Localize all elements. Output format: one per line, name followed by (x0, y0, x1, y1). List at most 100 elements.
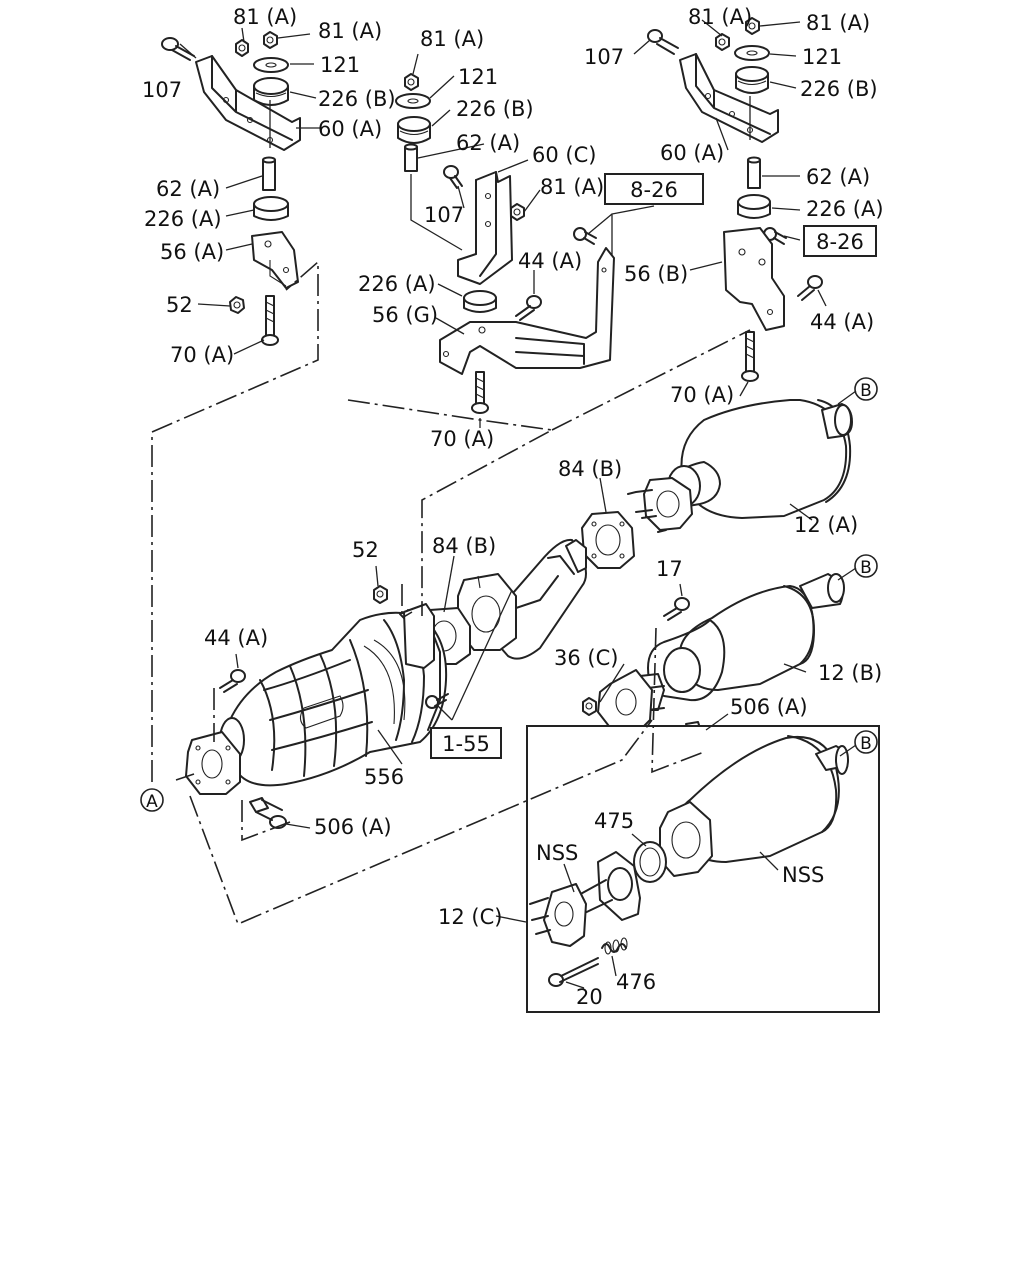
bracket-60a-left (195, 55, 301, 151)
label-70a: 70 (A) (670, 383, 734, 407)
marker-a: A (140, 788, 164, 812)
rubber-226a-center (463, 290, 497, 313)
label-84b: 84 (B) (558, 457, 622, 481)
dpf-556 (185, 603, 448, 795)
flange-36c (597, 669, 653, 733)
clamp-506a-left (249, 797, 287, 829)
label-36c: 36 (C) (554, 646, 618, 670)
label-226b: 226 (B) (456, 97, 534, 121)
label-nss: NSS (536, 841, 578, 865)
marker-b-3: B (854, 730, 878, 754)
nut-52-left (229, 296, 245, 314)
bolt-20 (548, 957, 599, 987)
label-475: 475 (594, 809, 634, 833)
marker-b-2: B (854, 554, 878, 578)
svg-text:B: B (860, 734, 872, 754)
label-60a: 60 (A) (318, 117, 382, 141)
dashed-center-lines (151, 260, 751, 926)
label-62a: 62 (A) (156, 177, 220, 201)
spring-476 (601, 937, 628, 955)
washer-121-center (395, 93, 431, 109)
label-62a: 62 (A) (456, 131, 520, 155)
label-44a: 44 (A) (204, 626, 268, 650)
bolt-1-55 (425, 693, 449, 709)
label-12c: 12 (C) (438, 905, 502, 929)
label-81a: 81 (A) (420, 27, 484, 51)
spacer-62a-left (262, 156, 276, 191)
ref-box-8-26-right: 8-26 (803, 225, 877, 257)
svg-text:B: B (860, 381, 872, 401)
right-mount-assembly (647, 17, 823, 382)
label-62a: 62 (A) (806, 165, 870, 189)
nut-81a-right-2 (745, 17, 760, 35)
bolt-107-left (161, 37, 195, 61)
label-506a: 506 (A) (730, 695, 808, 719)
bracket-56g (439, 247, 615, 375)
svg-text:A: A (146, 792, 158, 812)
label-81a: 81 (A) (318, 19, 382, 43)
label-81a: 81 (A) (233, 5, 297, 29)
label-17: 17 (656, 557, 683, 581)
label-81a: 81 (A) (688, 5, 752, 29)
muffler-12b (631, 573, 845, 713)
bolt-44a-left (219, 669, 246, 693)
label-20: 20 (576, 985, 603, 1009)
label-12b: 12 (B) (818, 661, 882, 685)
label-56a: 56 (A) (160, 240, 224, 264)
washer-121-left (253, 57, 289, 73)
label-12a: 12 (A) (794, 513, 858, 537)
rubber-226a-right (737, 194, 771, 219)
ref-1-55-text: 1-55 (442, 732, 490, 756)
rubber-226b-left (253, 77, 289, 106)
muffler-12a (627, 399, 853, 533)
bolt-44a-center (515, 295, 542, 321)
bracket-56b (723, 227, 785, 331)
nut-81a-right-1 (715, 33, 730, 51)
label-107: 107 (142, 78, 182, 102)
part-labels: 81 (A) 81 (A) 121 107 226 (B) 60 (A) 62 … (142, 5, 884, 1009)
marker-b-1: B (854, 377, 878, 401)
label-56g: 56 (G) (372, 303, 438, 327)
label-121: 121 (802, 45, 842, 69)
nut-81a-left-1 (235, 39, 249, 57)
rubber-226b-center (397, 116, 431, 144)
nut-81a-left-2 (263, 31, 278, 49)
label-121: 121 (458, 65, 498, 89)
bracket-60c (457, 171, 513, 285)
label-226b: 226 (B) (800, 77, 878, 101)
gasket-475 (633, 841, 667, 883)
gasket-84b-right (581, 511, 635, 569)
label-44a: 44 (A) (810, 310, 874, 334)
bolt-44a-right (797, 275, 823, 301)
label-60a: 60 (A) (660, 141, 724, 165)
label-44a: 44 (A) (518, 249, 582, 273)
label-107: 107 (584, 45, 624, 69)
bolt-107-center (443, 165, 463, 189)
nut-36c (582, 697, 597, 716)
rubber-226b-right (735, 66, 769, 94)
bolt-center-8-26 (573, 227, 597, 245)
label-70a: 70 (A) (170, 343, 234, 367)
label-nss: NSS (782, 863, 824, 887)
bolt-107-right (647, 29, 679, 55)
label-556: 556 (364, 765, 404, 789)
label-226a: 226 (A) (358, 272, 436, 296)
label-52: 52 (352, 538, 379, 562)
bolt-70a-right (741, 331, 759, 382)
ref-box-8-26-center: 8-26 (604, 173, 704, 205)
nss-subassembly-box (526, 725, 880, 1013)
ref-box-1-55: 1-55 (430, 727, 502, 759)
leader-lines (179, 19, 827, 989)
label-107: 107 (424, 203, 464, 227)
ref-8-26-right-text: 8-26 (816, 230, 864, 254)
label-81a: 81 (A) (540, 175, 604, 199)
bracket-60a-right (679, 53, 779, 143)
nut-52-center (373, 585, 388, 604)
label-52: 52 (166, 293, 193, 317)
label-70a: 70 (A) (430, 427, 494, 451)
label-84b: 84 (B) (432, 534, 496, 558)
left-mount-assembly (161, 31, 301, 346)
bolt-70a-center (471, 371, 489, 414)
label-476: 476 (616, 970, 656, 994)
